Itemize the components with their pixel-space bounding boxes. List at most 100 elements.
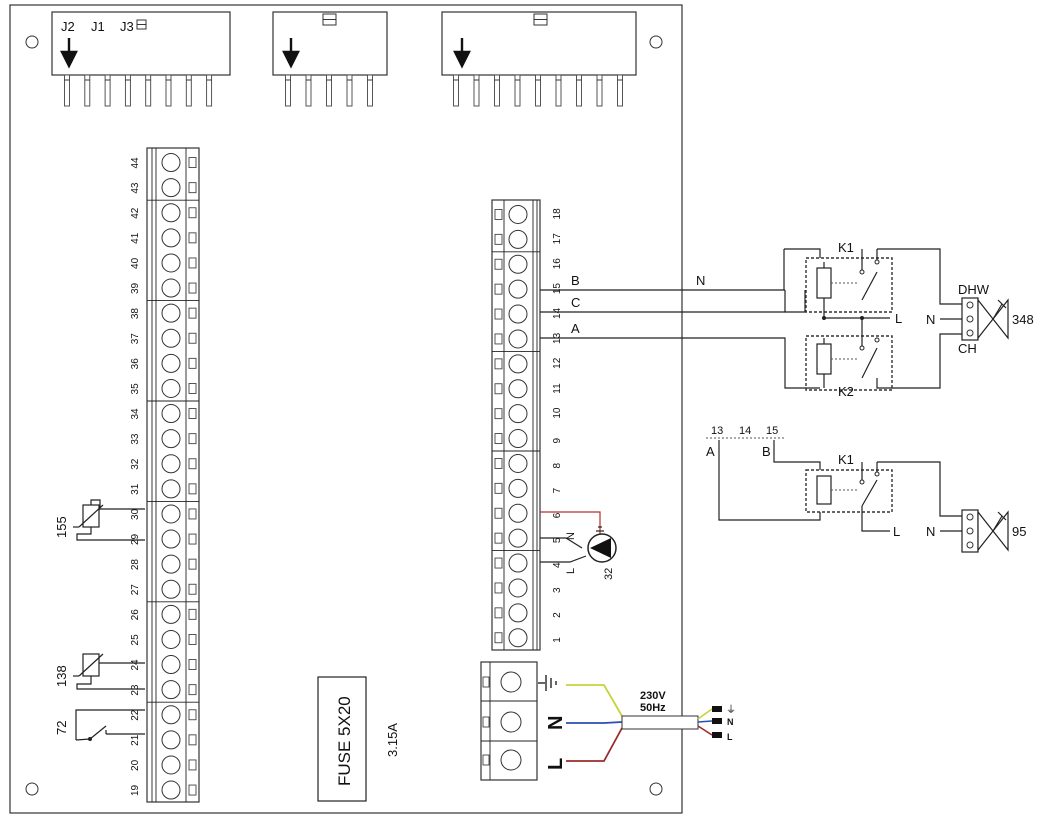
connector-pin [473, 74, 480, 107]
terminal-screw [161, 178, 181, 198]
relay-k2-label: K2 [838, 384, 854, 399]
terminal-number: 1 [552, 637, 563, 643]
connector-pin [453, 74, 459, 107]
terminal-screw [508, 379, 528, 399]
relay-input-b-label: B [762, 444, 771, 459]
terminal-number: 25 [130, 634, 141, 646]
terminal-screw [161, 404, 181, 424]
terminal-screw [161, 755, 181, 775]
wire-b: B N [540, 273, 806, 313]
relay-k2-box [805, 335, 893, 391]
terminal-number: 4 [552, 562, 563, 568]
wire-c-label: C [571, 295, 580, 310]
wire-c: C [540, 295, 785, 313]
mains-ground-label: ⏚ [726, 704, 736, 716]
wire-b-label: B [571, 273, 580, 288]
terminal-number: 17 [552, 233, 563, 245]
terminal-number: 19 [130, 784, 141, 796]
mains-l-symbol: L [545, 758, 567, 770]
terminal-screw [161, 730, 181, 750]
connector-pin [367, 74, 373, 107]
terminal-screw [161, 454, 181, 474]
relay-k1b-box [805, 469, 893, 513]
valve-348-label: 348 [1012, 312, 1034, 327]
terminal-number: 12 [552, 357, 563, 369]
terminal-number: 7 [552, 487, 563, 493]
connector-pin [596, 74, 603, 107]
terminal-number: 31 [130, 483, 141, 495]
connector-pin [514, 74, 521, 107]
valve-ch-label: CH [958, 341, 977, 356]
connector-pin [305, 74, 312, 107]
label-j1: J1 [91, 19, 105, 34]
mains-n-label: N [727, 717, 734, 727]
connector-pin [535, 74, 541, 107]
terminal-screw [508, 229, 528, 249]
connector-pin [576, 74, 582, 107]
terminal-screw [161, 303, 181, 323]
mains-l-label: L [727, 732, 733, 742]
pump-l-label: L [565, 568, 577, 574]
arrow-down-icon [60, 38, 78, 69]
terminal-number: 18 [552, 208, 563, 220]
fuse-label: FUSE 5X20 [335, 696, 354, 786]
terminal-screw [161, 328, 181, 348]
terminal-screw [161, 604, 181, 624]
terminal-number: 37 [130, 333, 141, 345]
terminal-screw [508, 578, 528, 598]
terminal-number: 34 [130, 408, 141, 420]
terminal-screw [508, 528, 528, 548]
terminal-screw [161, 378, 181, 398]
pcb-board-outline [9, 4, 683, 814]
label-j3: J3 [120, 19, 134, 34]
terminal-screw [508, 603, 528, 623]
terminal-screw [161, 253, 181, 273]
terminal-screw [161, 780, 181, 800]
terminal-screw [508, 503, 528, 523]
terminal-number: 16 [552, 258, 563, 270]
relay-k1-box [805, 257, 893, 313]
connector-right [441, 11, 637, 107]
terminal-screw [161, 579, 181, 599]
mains-n-symbol: N [545, 716, 567, 730]
terminal-screw [508, 429, 528, 449]
relay-group-348: K1 L K2 N DHW CH 348 [783, 240, 1034, 399]
terminal-screw [161, 529, 181, 549]
terminal-screw [161, 680, 181, 700]
valve-95-label: 95 [1012, 524, 1026, 539]
arrow-down-icon [453, 38, 471, 69]
connector-pin [104, 74, 111, 107]
connector-pin [84, 74, 91, 107]
valve-95-n-label: N [926, 524, 935, 539]
sensor-138-label: 138 [54, 665, 69, 687]
terminal-screw [161, 705, 181, 725]
connector-pin [145, 74, 152, 107]
mounting-hole-top-left [25, 35, 39, 49]
terminal-screw [508, 354, 528, 374]
terminal-number: 22 [130, 709, 141, 721]
terminal-screw [161, 504, 181, 524]
terminal-screw [508, 478, 528, 498]
terminal-screw [508, 453, 528, 473]
terminal-number: 14 [552, 307, 563, 319]
sensor-155-label: 155 [54, 516, 69, 538]
connector-pin [185, 74, 192, 107]
mounting-hole-bottom-left [25, 782, 39, 796]
terminal-number: 2 [552, 612, 563, 618]
relay-l-label: L [895, 311, 902, 326]
connector-pin [326, 74, 332, 107]
terminal-screw [161, 278, 181, 298]
mains-frequency: 50Hz [640, 702, 666, 714]
pump-n-label: N [565, 532, 577, 540]
connector-pin [555, 74, 562, 107]
mains-cable: 230V 50Hz ⏚ N L [566, 684, 736, 762]
terminal-number: 20 [130, 759, 141, 771]
valve-348-n-label: N [926, 312, 935, 327]
terminal-screw [508, 329, 528, 349]
connector-pin [617, 74, 623, 107]
terminal-number: 23 [130, 684, 141, 696]
relay-k1b-l-label: L [893, 524, 900, 539]
relay-terminal-13: 13 [711, 425, 723, 437]
